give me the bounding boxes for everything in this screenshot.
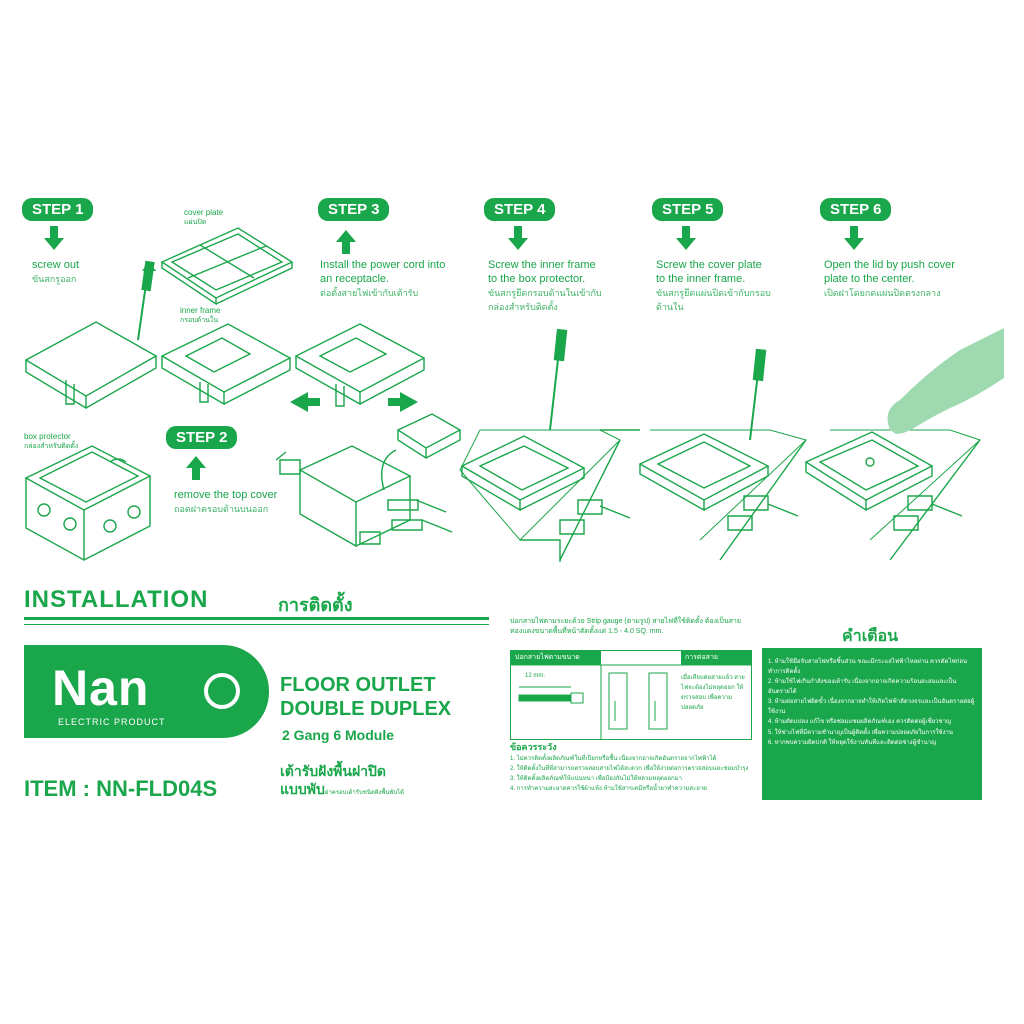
product-th-2-main: แบบพับ: [280, 781, 325, 797]
caution-notes: ข้อควรระวัง 1. ไม่ควรติดตั้งผลิตภัณฑ์ในท…: [510, 742, 755, 794]
installation-title: INSTALLATION: [24, 586, 209, 613]
frame-with-screwdriver: [24, 260, 158, 410]
wiring-diagram: [511, 664, 751, 739]
product-th-2: แบบพับฝาครอบเต้ารับชนิดฝังพื้นพับได้: [280, 780, 450, 802]
step-6-caption: Open the lid by push cover plate to the …: [824, 258, 955, 300]
product-th-small: ฝาครอบเต้ารับชนิดฝังพื้นพับได้: [324, 790, 405, 796]
step-5-en2: to the inner frame.: [656, 273, 746, 285]
nano-logo: Nan ELECTRIC PRODUCT: [24, 645, 269, 738]
warning-item: 5. ให้ช่างไฟที่มีความชำนาญเป็นผู้ติดตั้ง…: [768, 729, 954, 736]
inner-frame-label: inner frame กรอบด้านใน: [180, 306, 220, 326]
box-with-cables: [275, 413, 462, 548]
arrow-down-icon: [844, 226, 864, 250]
step-1-badge: STEP 1: [22, 198, 94, 221]
warning-title: คำเตือน: [842, 628, 899, 645]
wiring-table: ปอกสายไฟตามขนาด การต่อสาย 12 mm. เมื่อเส…: [510, 650, 752, 740]
step-4-en2: to the box protector.: [488, 273, 586, 285]
step-4-caption: Screw the inner frame to the box protect…: [488, 258, 602, 314]
caution-item: 2. ให้ติดตั้งในที่ที่สามารถตรวจสอบสายไฟไ…: [510, 766, 749, 772]
step-3-th: ต่อตั้งสายไฟเข้ากับเต้ารับ: [320, 288, 419, 298]
caution-item: 4. การทำความสะอาดควรใช้ผ้าแห้ง ห้ามใช้สา…: [510, 786, 708, 792]
logo-text: Nan: [52, 660, 150, 716]
cover-plate-en: cover plate: [184, 208, 224, 217]
step-5-th2: ด้านใน: [656, 302, 684, 312]
cover-plate-drawing: [160, 227, 294, 306]
frame-step3: [294, 323, 426, 407]
step-6-th: เปิดฝาโดยกดแผ่นปิดตรงกลาง: [824, 288, 941, 298]
floor-scene-step5: [638, 348, 807, 561]
table-header-strip: ปอกสายไฟตามขนาด: [511, 651, 601, 665]
step-1-caption: screw out ขันสกรูออก: [32, 258, 79, 286]
box-protector-en: box protector: [24, 432, 71, 441]
warning-box: 1. ห้ามใช้มือจับสายไฟหรือชิ้นส่วน ขณะมีก…: [762, 648, 982, 800]
step-2-caption: remove the top cover ถอดฝาครอบด้านบนออก: [174, 488, 277, 516]
step-3-en2: an receptacle.: [320, 273, 390, 285]
step-2-th: ถอดฝาครอบด้านบนออก: [174, 504, 269, 514]
caution-item: 3. ให้ติดตั้งผลิตภัณฑ์ให้แน่นหนา เพื่อป้…: [510, 776, 683, 782]
step-1-th: ขันสกรูออก: [32, 274, 77, 284]
box-protector-label: box protector กล่องสำหรับติดตั้ง: [24, 432, 78, 452]
warning-item: 2. ห้ามใช้ไฟเกินกำลังของเต้ารับ เนื่องจา…: [768, 679, 957, 695]
product-line-1: FLOOR OUTLET: [280, 674, 436, 696]
inner-frame-drawing: [160, 323, 292, 406]
warning-item: 3. ห้ามต่อสายไฟผิดขั้ว เนื่องจากอาจทำให้…: [768, 699, 975, 715]
step-1-en: screw out: [32, 259, 80, 271]
arrow-down-icon: [44, 226, 64, 250]
step-3-badge: STEP 3: [318, 198, 390, 221]
divider: [24, 617, 489, 620]
arrow-up-icon: [186, 456, 206, 480]
strip-length: 12 mm.: [525, 673, 546, 679]
step-6-badge: STEP 6: [820, 198, 892, 221]
arrow-left-icon: [388, 392, 418, 412]
arrow-down-icon: [676, 226, 696, 250]
installation-title-th: การติดตั้ง: [278, 595, 353, 615]
hand-icon: [887, 328, 1004, 434]
warning-item: 6. หากพบความผิดปกติ ให้หยุดใช้งานทันทีแล…: [768, 740, 937, 746]
inner-frame-en: inner frame: [180, 306, 221, 315]
step-4-badge: STEP 4: [484, 198, 556, 221]
step-4-th2: กล่องสำหรับติดตั้ง: [488, 302, 558, 312]
step-3-caption: Install the power cord into an receptacl…: [320, 258, 445, 300]
step-6-en2: plate to the center.: [824, 273, 915, 285]
step-5-th1: ขันสกรูยึดแผ่นปิดเข้ากับกรอบ: [656, 288, 771, 298]
step-5-badge: STEP 5: [652, 198, 724, 221]
strip-gauge-note: ปอกสายไฟตามระยะด้วย Strip gauge (ตามรูป)…: [510, 618, 741, 635]
divider: [24, 624, 489, 625]
step-5-caption: Screw the cover plate to the inner frame…: [656, 258, 771, 314]
box-protector-th: กล่องสำหรับติดตั้ง: [24, 443, 79, 450]
step-4-th1: ขันสกรูยึดกรอบด้านในเข้ากับ: [488, 288, 602, 298]
cover-plate-th: แผ่นปิด: [184, 219, 207, 226]
step-6-en1: Open the lid by push cover: [824, 259, 955, 271]
step-2-badge: STEP 2: [166, 426, 238, 449]
logo-subtitle: ELECTRIC PRODUCT: [58, 717, 166, 727]
arrow-up-icon: [336, 230, 356, 254]
cover-plate-label: cover plate แผ่นปิด: [184, 208, 223, 228]
product-th-1: เต้ารับฝังพื้นฝาปิด: [280, 763, 387, 779]
power-ring-icon: [204, 673, 240, 709]
product-line-2: DOUBLE DUPLEX: [280, 698, 452, 720]
product-line-3: 2 Gang 6 Module: [282, 727, 395, 743]
floor-scene-step6: [804, 328, 1004, 561]
warning-item: 1. ห้ามใช้มือจับสายไฟหรือชิ้นส่วน ขณะมีก…: [768, 659, 968, 675]
warning-item: 4. ห้ามดัดแปลง แก้ไข หรือซ่อมแซมผลิตภัณฑ…: [768, 719, 952, 725]
caution-title: ข้อควรระวัง: [510, 742, 557, 752]
step-2-en: remove the top cover: [174, 489, 278, 501]
step-4-en1: Screw the inner frame: [488, 259, 596, 271]
item-code: ITEM : NN-FLD04S: [24, 776, 218, 801]
inner-frame-th: กรอบด้านใน: [180, 317, 219, 324]
table-header-connect: การต่อสาย: [681, 651, 751, 665]
step-3-en1: Install the power cord into: [320, 259, 446, 271]
step-5-en1: Screw the cover plate: [656, 259, 762, 271]
product-thai-name: เต้ารับฝังพื้นฝาปิด แบบพับฝาครอบเต้ารับช…: [280, 762, 450, 802]
connect-note: เมื่อเสียบต่อสายแล้ว สายไฟจะต้องไม่หลุดอ…: [681, 675, 745, 711]
arrow-down-icon: [508, 226, 528, 250]
box-protector-drawing: [24, 445, 152, 562]
arrow-right-icon: [290, 392, 320, 412]
floor-scene-step4: [459, 328, 640, 562]
caution-item: 1. ไม่ควรติดตั้งผลิตภัณฑ์ในที่เปียกหรือช…: [510, 756, 717, 762]
